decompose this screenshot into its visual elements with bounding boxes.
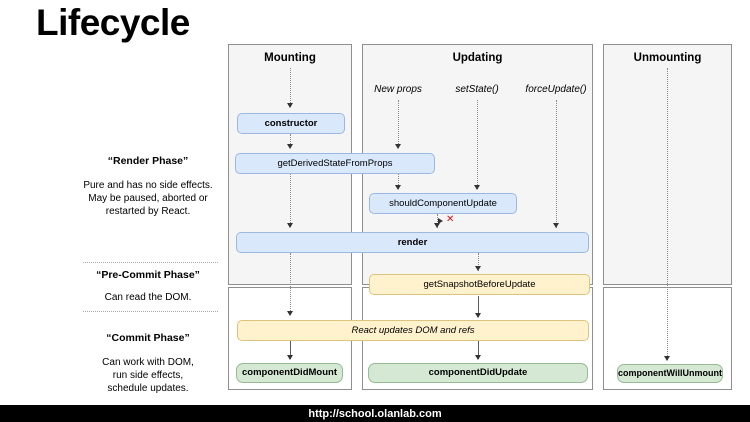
node-getderivedstatefromprops[interactable]: getDerivedStateFromProps: [235, 153, 435, 174]
edge-gdsfp-to-scu: [398, 174, 399, 189]
edge-newprops-to-gdsfp: [398, 100, 399, 148]
edge-constructor-to-gdsfp: [290, 134, 291, 148]
phase-separator: [83, 311, 218, 312]
node-componentwillunmount[interactable]: componentWillUnmount: [617, 364, 723, 383]
trigger-force-update: forceUpdate(): [525, 84, 587, 95]
phase-desc-pre-commit: Can read the DOM.: [104, 292, 192, 303]
footer-url[interactable]: http://school.olanlab.com: [308, 407, 442, 420]
arrowhead-icon: [475, 266, 481, 271]
page-title: Lifecycle: [36, 2, 190, 43]
node-shouldcomponentupdate[interactable]: shouldComponentUpdate: [369, 193, 517, 214]
node-react-updates-dom[interactable]: React updates DOM and refs: [237, 320, 589, 341]
arrowhead-icon: [553, 223, 559, 228]
arrowhead-icon: [287, 311, 293, 316]
node-componentdidmount[interactable]: componentDidMount: [236, 363, 343, 383]
arrowhead-icon: [664, 356, 670, 361]
column-header-mounting: Mounting: [264, 52, 316, 64]
edge-forceupdate-to-render: [556, 100, 557, 228]
skip-render-arrow-icon: [438, 218, 443, 224]
node-constructor[interactable]: constructor: [237, 113, 345, 134]
edge-scu-to-render: [437, 214, 438, 228]
footer-bar: http://school.olanlab.com: [0, 405, 750, 422]
phase-title-render: “Render Phase”: [107, 155, 189, 167]
phase-desc-commit: Can work with DOM, run side effects, sch…: [102, 357, 194, 394]
phase-title-commit: “Commit Phase”: [106, 332, 190, 344]
edge-render-to-reactupdates-mount: [290, 253, 291, 315]
phase-title-pre-commit: “Pre-Commit Phase”: [96, 269, 200, 281]
trigger-new-props: New props: [374, 84, 422, 95]
arrowhead-icon: [395, 144, 401, 149]
trigger-set-state: setState(): [455, 84, 499, 95]
node-getsnapshotbeforeupdate[interactable]: getSnapshotBeforeUpdate: [369, 274, 590, 295]
edge-gsbu-to-reactupdates: [478, 296, 479, 317]
arrowhead-icon: [287, 144, 293, 149]
edge-reactupdates-to-cdu: [478, 341, 479, 359]
arrowhead-icon: [474, 185, 480, 190]
edge-gdsfp-to-render: [290, 174, 291, 227]
node-render[interactable]: render: [236, 232, 589, 253]
phase-desc-render: Pure and has no side effects. May be pau…: [83, 180, 213, 217]
edge-mounting-to-constructor: [290, 68, 291, 107]
edge-reactupdates-to-cdm: [290, 341, 291, 359]
column-header-updating: Updating: [452, 52, 503, 64]
edge-unmounting-to-cwu: [667, 68, 668, 360]
node-componentdidupdate[interactable]: componentDidUpdate: [368, 363, 588, 383]
arrowhead-icon: [395, 185, 401, 190]
skip-render-x-icon: ✕: [446, 214, 455, 225]
edge-setstate-to-scu: [477, 100, 478, 189]
arrowhead-icon: [287, 223, 293, 228]
phase-separator: [83, 262, 218, 263]
arrowhead-icon: [287, 355, 293, 360]
arrowhead-icon: [434, 223, 440, 228]
column-header-unmounting: Unmounting: [633, 52, 702, 64]
arrowhead-icon: [475, 355, 481, 360]
arrowhead-icon: [287, 103, 293, 108]
edge-render-to-gsbu: [478, 253, 479, 271]
arrowhead-icon: [475, 313, 481, 318]
